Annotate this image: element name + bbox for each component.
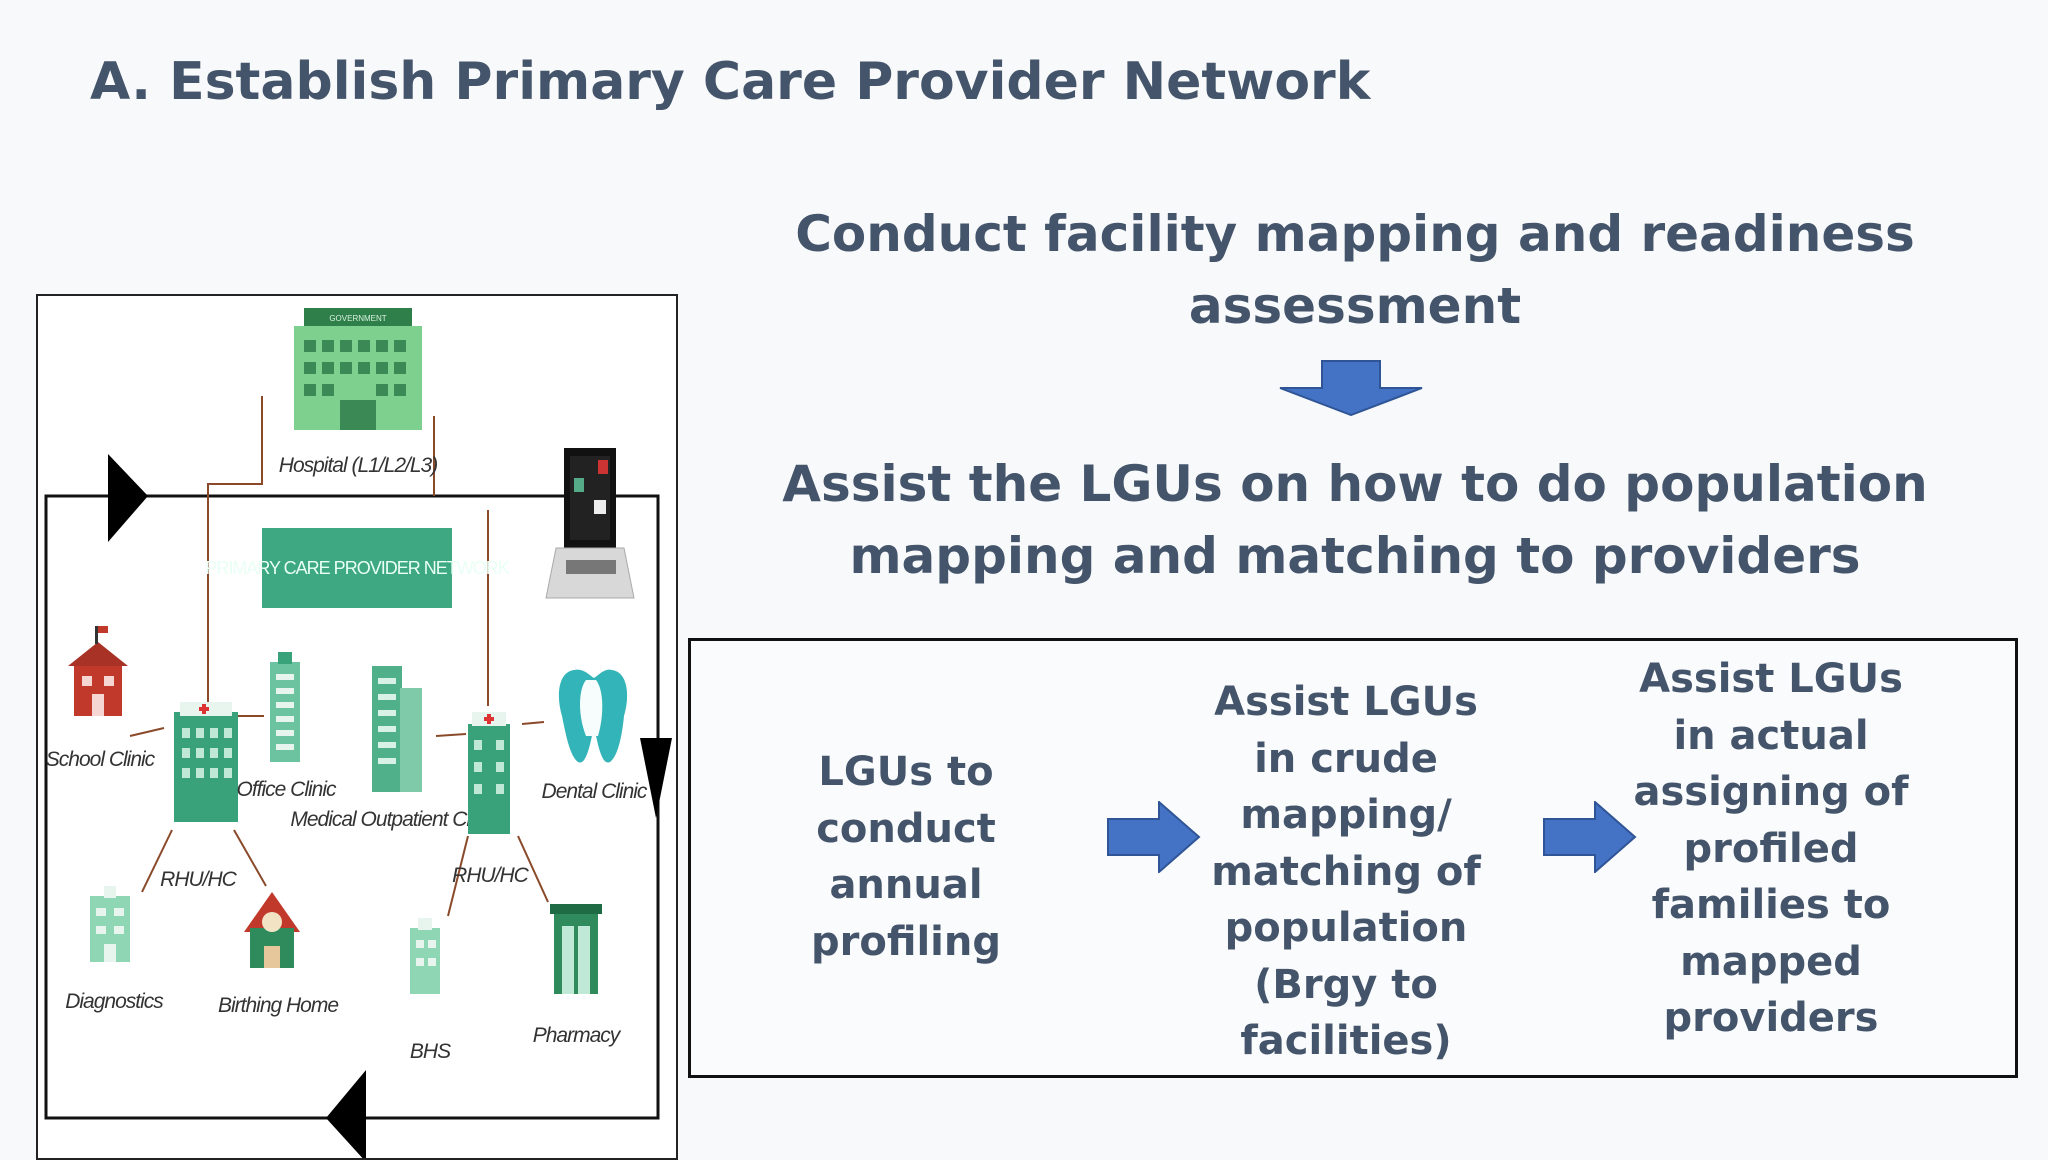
diagnostics-label: Diagnostics	[65, 990, 164, 1013]
flow-item-actual-assigning: Assist LGUs in actual assigning of profi…	[1633, 656, 1909, 1041]
bhs-label: BHS	[410, 1040, 451, 1063]
pharmacy-label: Pharmacy	[533, 1024, 622, 1047]
diagnostics-icon	[90, 886, 130, 962]
right-arrow-icon	[1543, 801, 1637, 873]
tooth-icon	[558, 669, 628, 763]
laptop-icon	[545, 448, 635, 599]
medical-outpatient-clinic-label: Medical Outpatient Clinic	[290, 808, 499, 831]
flow-box: LGUs to conduct annual profiling Assist …	[688, 638, 2018, 1078]
slide-title: A. Establish Primary Care Provider Netwo…	[90, 52, 1371, 112]
cycle-arrow-icon	[640, 738, 672, 818]
primary-care-provider-network-label: PRIMARY CARE PROVIDER NETWORK	[205, 528, 510, 608]
rhu-hc-left-label: RHU/HC	[160, 868, 237, 891]
cycle-arrow-icon	[108, 454, 148, 542]
cycle-arrow-icon	[326, 1070, 366, 1158]
rhu-hc-icon	[468, 712, 510, 834]
rhu-hc-right-label: RHU/HC	[452, 864, 529, 887]
step-heading-population-mapping: Assist the LGUs on how to do population …	[782, 455, 1928, 585]
down-arrow-icon	[1279, 360, 1423, 416]
pharmacy-icon	[550, 904, 602, 994]
birthing-home-icon	[244, 892, 300, 968]
bhs-icon	[410, 918, 440, 994]
office-clinic-label: Office Clinic	[236, 778, 337, 801]
flow-item-crude-mapping: Assist LGUs in crude mapping/ matching o…	[1211, 679, 1481, 1064]
birthing-home-label: Birthing Home	[218, 994, 338, 1017]
office-clinic-icon	[270, 652, 300, 762]
rhu-hc-icon	[174, 702, 238, 822]
provider-network-figure: GOVERNMENT Hospital (L1/L2/L3)	[36, 294, 678, 1160]
school-clinic-label: School Clinic	[46, 748, 156, 771]
right-arrow-icon	[1107, 801, 1201, 873]
dental-clinic-label: Dental Clinic	[542, 780, 648, 803]
step-heading-facility-mapping: Conduct facility mapping and readiness a…	[795, 205, 1915, 335]
svg-text:GOVERNMENT: GOVERNMENT	[329, 314, 386, 323]
hospital-label: Hospital (L1/L2/L3)	[279, 454, 437, 477]
school-clinic-icon	[68, 626, 128, 716]
flow-item-annual-profiling: LGUs to conduct annual profiling	[810, 749, 1002, 965]
medical-outpatient-clinic-icon	[372, 666, 422, 792]
hospital-icon: GOVERNMENT	[294, 308, 422, 430]
